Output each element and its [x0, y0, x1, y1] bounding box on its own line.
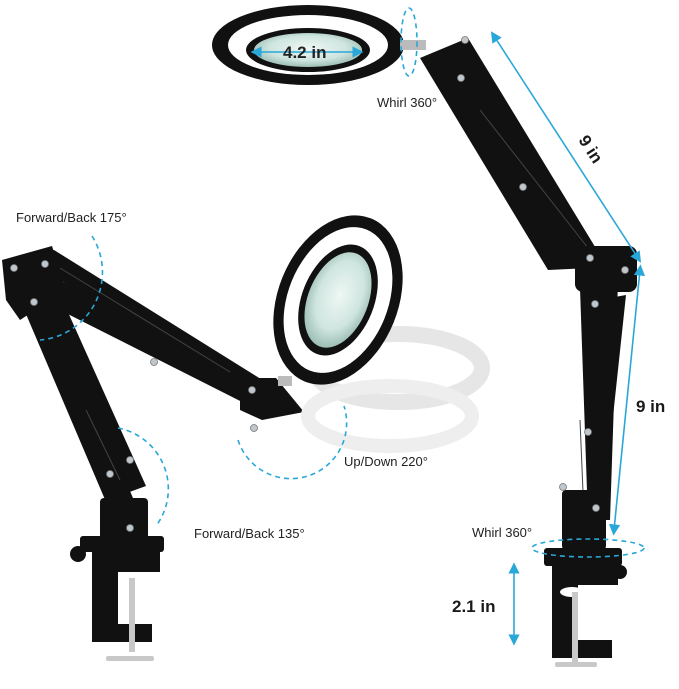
- left-magnifier-head: [273, 215, 403, 385]
- lens-diameter-label: 4.2 in: [283, 43, 326, 62]
- whirl-top-label: Whirl 360°: [377, 95, 437, 110]
- right-lamp: [420, 36, 637, 667]
- whirl-base-label: Whirl 360°: [472, 525, 532, 540]
- upper-arm-length-label: 9 in: [575, 132, 607, 167]
- forward-back-top-label: Forward/Back 175°: [16, 210, 127, 225]
- whirl-base-indicator: [531, 538, 645, 558]
- top-magnifier-head: [212, 5, 426, 85]
- forward-back-top-indicator: [39, 235, 104, 341]
- left-lamp: [2, 246, 304, 661]
- whirl-top-indicator: [400, 7, 418, 77]
- forward-back-bottom-indicator: [117, 427, 170, 527]
- clamp-height-label: 2.1 in: [452, 597, 495, 616]
- upper-arm-length-arrow: [490, 31, 642, 263]
- lower-arm-length-arrow: [608, 264, 646, 536]
- up-down-label: Up/Down 220°: [344, 454, 428, 469]
- forward-back-bottom-label: Forward/Back 135°: [194, 526, 305, 541]
- lower-arm-length-label: 9 in: [636, 397, 665, 416]
